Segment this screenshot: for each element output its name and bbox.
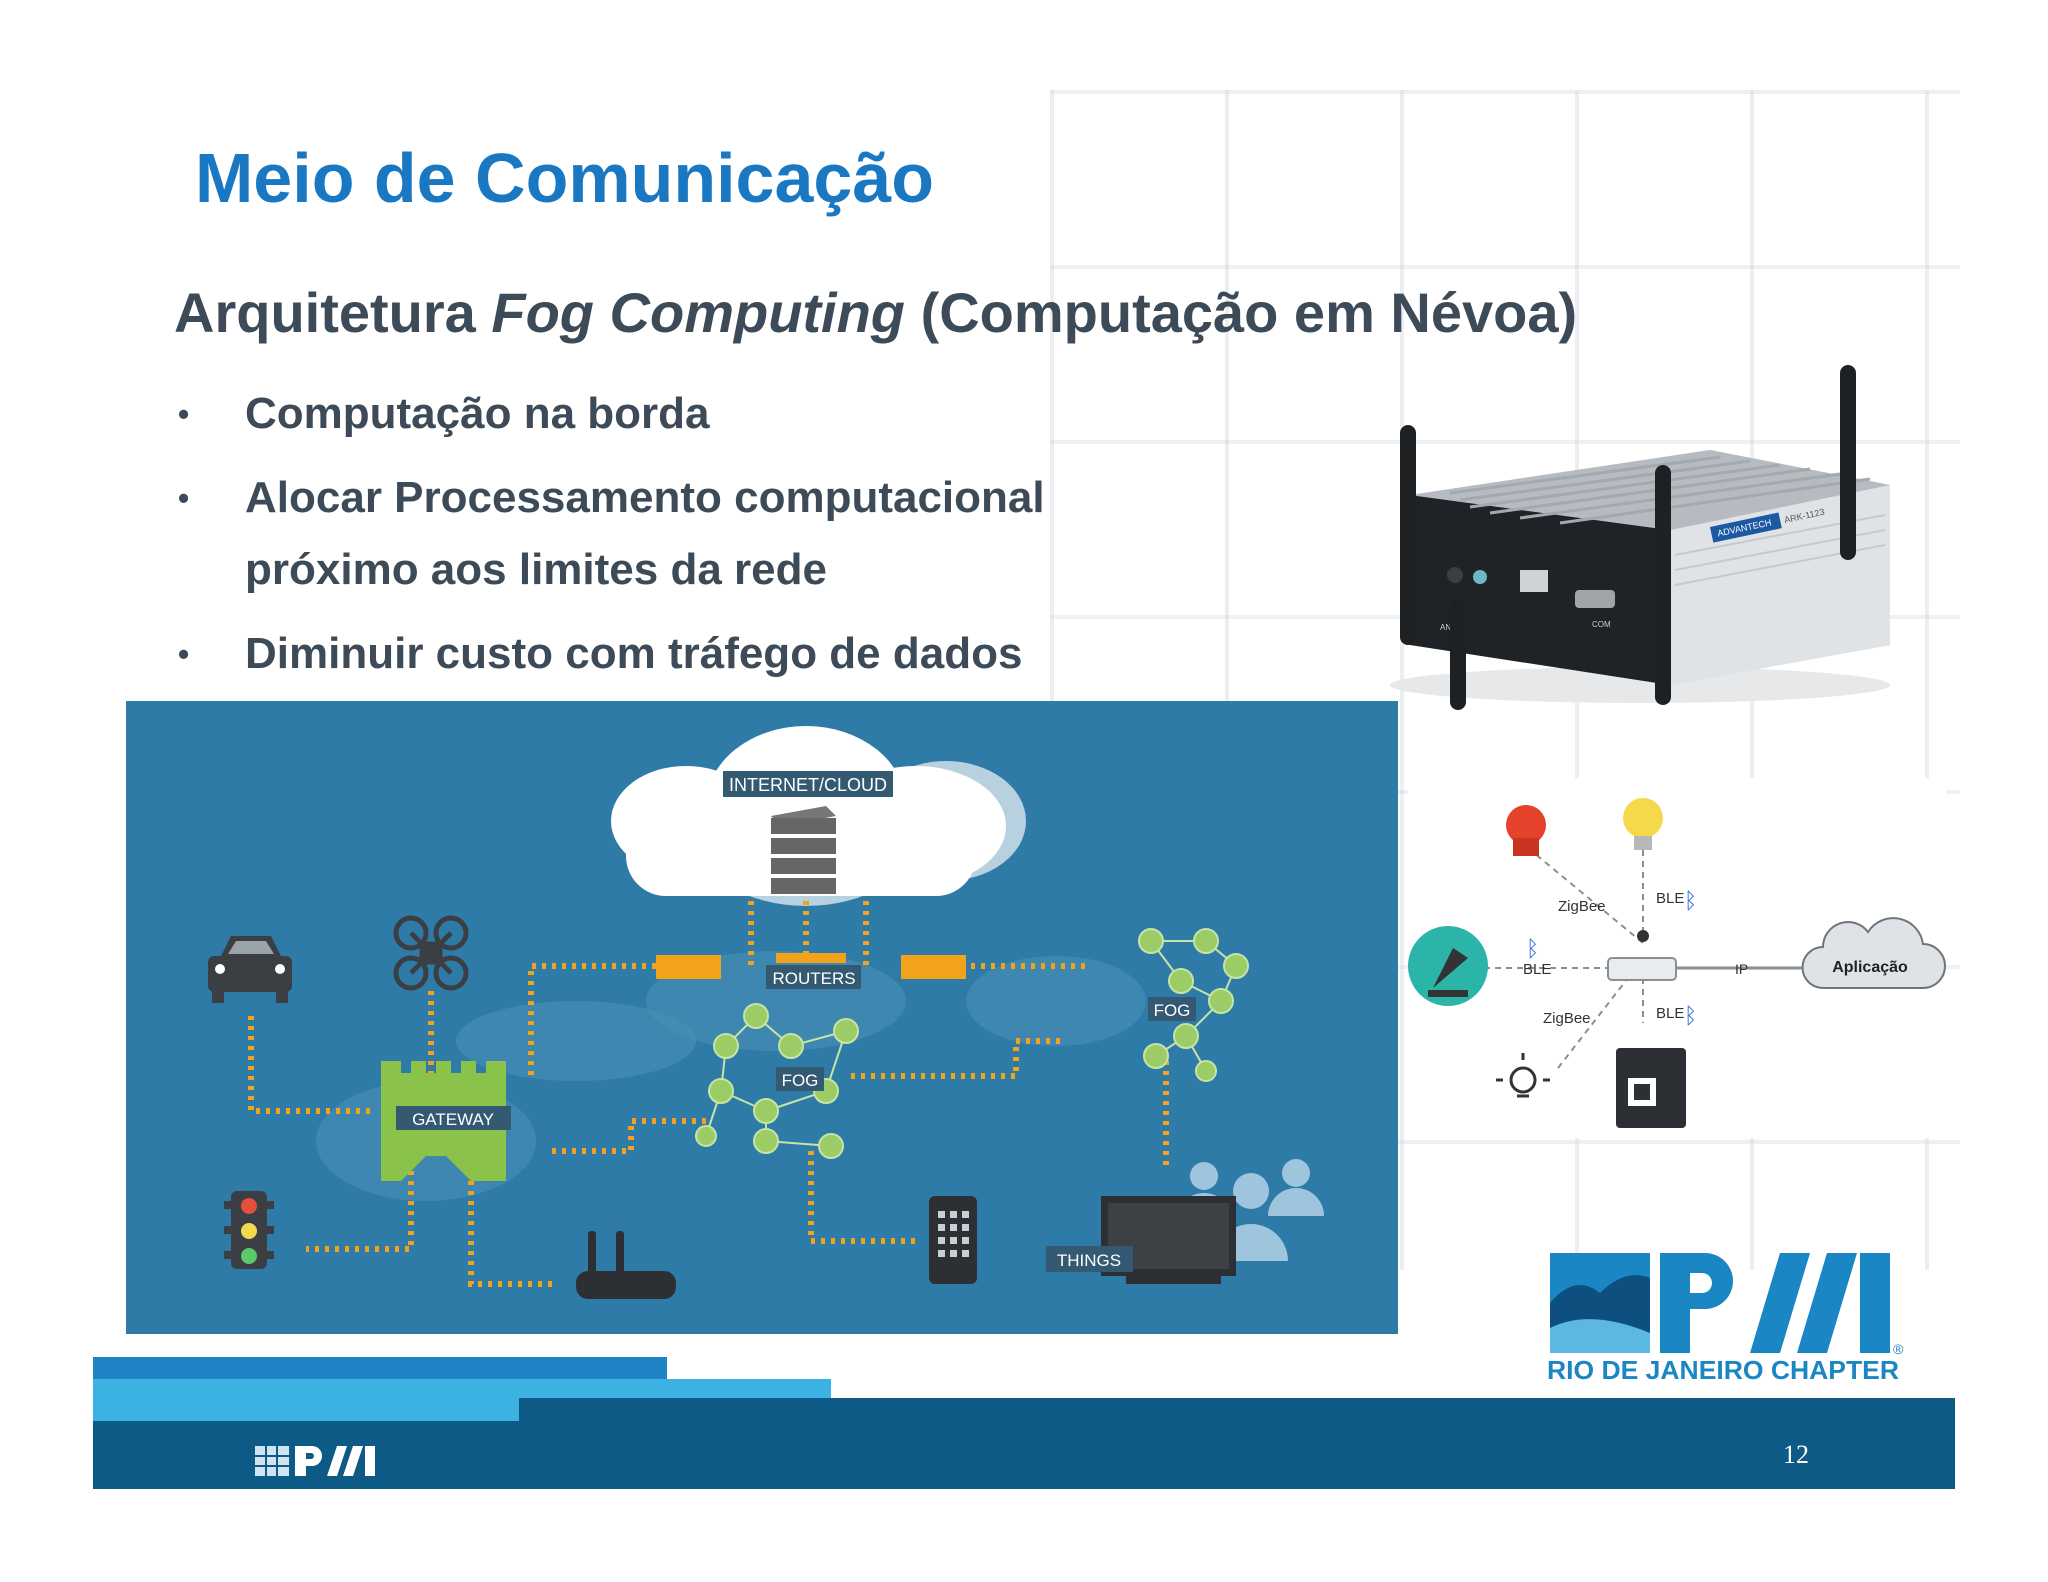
lightbulb-off-icon bbox=[1496, 1053, 1550, 1098]
serial-port-icon bbox=[1575, 590, 1615, 608]
svg-text:ᛒ: ᛒ bbox=[1526, 937, 1539, 962]
svg-text:ᛒ: ᛒ bbox=[1684, 1004, 1697, 1029]
bullet-text: Alocar Processamento computacional próxi… bbox=[245, 473, 1045, 594]
car-icon bbox=[208, 936, 292, 1003]
ble-bottom-label: BLE bbox=[1656, 1005, 1684, 1022]
application-cloud-icon bbox=[1801, 917, 1946, 989]
gateway-castle-icon bbox=[381, 1061, 511, 1181]
drone-icon bbox=[393, 915, 469, 991]
lightbulb-on-icon bbox=[1623, 798, 1663, 850]
bullet-list: • Computação na borda • Alocar Processamen… bbox=[174, 378, 1165, 702]
traffic-light-icon bbox=[224, 1191, 274, 1269]
slide-subtitle: Arquitetura Fog Computing (Computação em… bbox=[174, 280, 1577, 345]
routers-label-box bbox=[766, 965, 861, 989]
bullet-dot-icon: • bbox=[178, 396, 190, 432]
subtitle-suffix: (Computação em Névoa) bbox=[905, 281, 1578, 344]
things-label-box bbox=[1046, 1246, 1133, 1272]
fog-computing-diagram: INTERNET/CLOUD ROUTERS FOG FOG bbox=[126, 701, 1398, 1334]
footer-pmi-logo bbox=[255, 1446, 375, 1476]
desk-lamp-icon bbox=[1408, 926, 1488, 1006]
svg-text:ᛒ: ᛒ bbox=[1684, 889, 1697, 914]
bullet-text: Computação na borda bbox=[245, 389, 710, 438]
cloud-label: INTERNET/CLOUD bbox=[729, 775, 887, 795]
things-label: THINGS bbox=[1057, 1251, 1121, 1270]
zigbee-bottom-label: ZigBee bbox=[1543, 1010, 1591, 1027]
fog-center-label-box bbox=[776, 1067, 824, 1091]
protocol-links bbox=[1473, 828, 1644, 1069]
zigbee-top-label: ZigBee bbox=[1558, 898, 1606, 915]
ethernet-port-icon bbox=[1520, 570, 1548, 592]
ip-label: IP bbox=[1735, 961, 1748, 977]
bullet-item: • Alocar Processamento computacional próx… bbox=[174, 462, 1165, 606]
bullet-dot-icon: • bbox=[178, 480, 190, 516]
server-stack-icon bbox=[771, 806, 836, 894]
fog-right-label: FOG bbox=[1154, 1001, 1191, 1020]
smartphone-icon bbox=[929, 1196, 977, 1284]
antenna-icon bbox=[1450, 600, 1466, 710]
port-com-label: COM bbox=[1592, 620, 1611, 629]
chapter-name: RIO DE JANEIRO CHAPTER bbox=[1547, 1355, 1899, 1383]
fog-right-label-box bbox=[1148, 997, 1196, 1021]
connector-lines bbox=[248, 901, 1169, 1287]
port-ant-label: ANT bbox=[1440, 623, 1456, 632]
footer-bar bbox=[93, 1421, 1955, 1489]
registered-mark: ® bbox=[1893, 1341, 1904, 1357]
ble-left-label: BLE bbox=[1523, 961, 1551, 978]
ble-top-label: BLE bbox=[1656, 890, 1684, 907]
footer-band-middle bbox=[93, 1379, 831, 1401]
footer-band-top bbox=[93, 1357, 667, 1379]
footer-band-dark-upper bbox=[519, 1398, 1955, 1421]
footer-band-accent bbox=[93, 1401, 519, 1421]
pmi-rio-chapter-logo: ® RIO DE JANEIRO CHAPTER bbox=[1547, 1253, 1904, 1383]
antenna-icon bbox=[1840, 365, 1856, 560]
iot-protocol-diagram: ᛒ ᛒ ᛒ ZigBee BLE BLE ZigBee BLE IP Aplic… bbox=[1408, 778, 1946, 1138]
fog-center-label: FOG bbox=[782, 1071, 819, 1090]
gateway-label: GATEWAY bbox=[412, 1110, 494, 1129]
fog-node-cluster-center bbox=[695, 1003, 859, 1159]
bullet-item: • Computação na borda bbox=[174, 378, 1165, 450]
router-block bbox=[901, 955, 966, 979]
antenna-icon bbox=[1400, 425, 1416, 645]
router-block bbox=[656, 955, 721, 979]
subtitle-italic: Fog Computing bbox=[491, 281, 906, 344]
subtitle-prefix: Arquitetura bbox=[174, 281, 492, 344]
bullet-dot-icon: • bbox=[178, 636, 190, 672]
router-device-icon bbox=[576, 1231, 676, 1299]
bluetooth-icon: ᛒ ᛒ ᛒ bbox=[1526, 889, 1697, 1029]
network-hub-icon bbox=[1607, 930, 1677, 981]
antenna-icon bbox=[1655, 465, 1671, 705]
application-label: Aplicação bbox=[1832, 959, 1908, 976]
alarm-icon bbox=[1506, 805, 1546, 856]
router-block bbox=[776, 953, 846, 963]
device-brand-badge bbox=[1710, 512, 1782, 543]
cloud-label-box bbox=[723, 771, 893, 797]
slide-title: Meio de Comunicação bbox=[195, 139, 935, 217]
bullet-item: • Diminuir custo com tráfego de dados bbox=[174, 618, 1165, 690]
bullet-text: Diminuir custo com tráfego de dados bbox=[245, 629, 1023, 678]
page-number: 12 bbox=[1783, 1440, 1809, 1469]
coffee-machine-icon bbox=[1616, 1048, 1686, 1128]
routers-label: ROUTERS bbox=[772, 969, 855, 988]
fog-device-photo: ADVANTECH ARK-1123 ANT COM bbox=[1390, 365, 1890, 710]
fog-node-cluster-right bbox=[1138, 928, 1249, 1082]
